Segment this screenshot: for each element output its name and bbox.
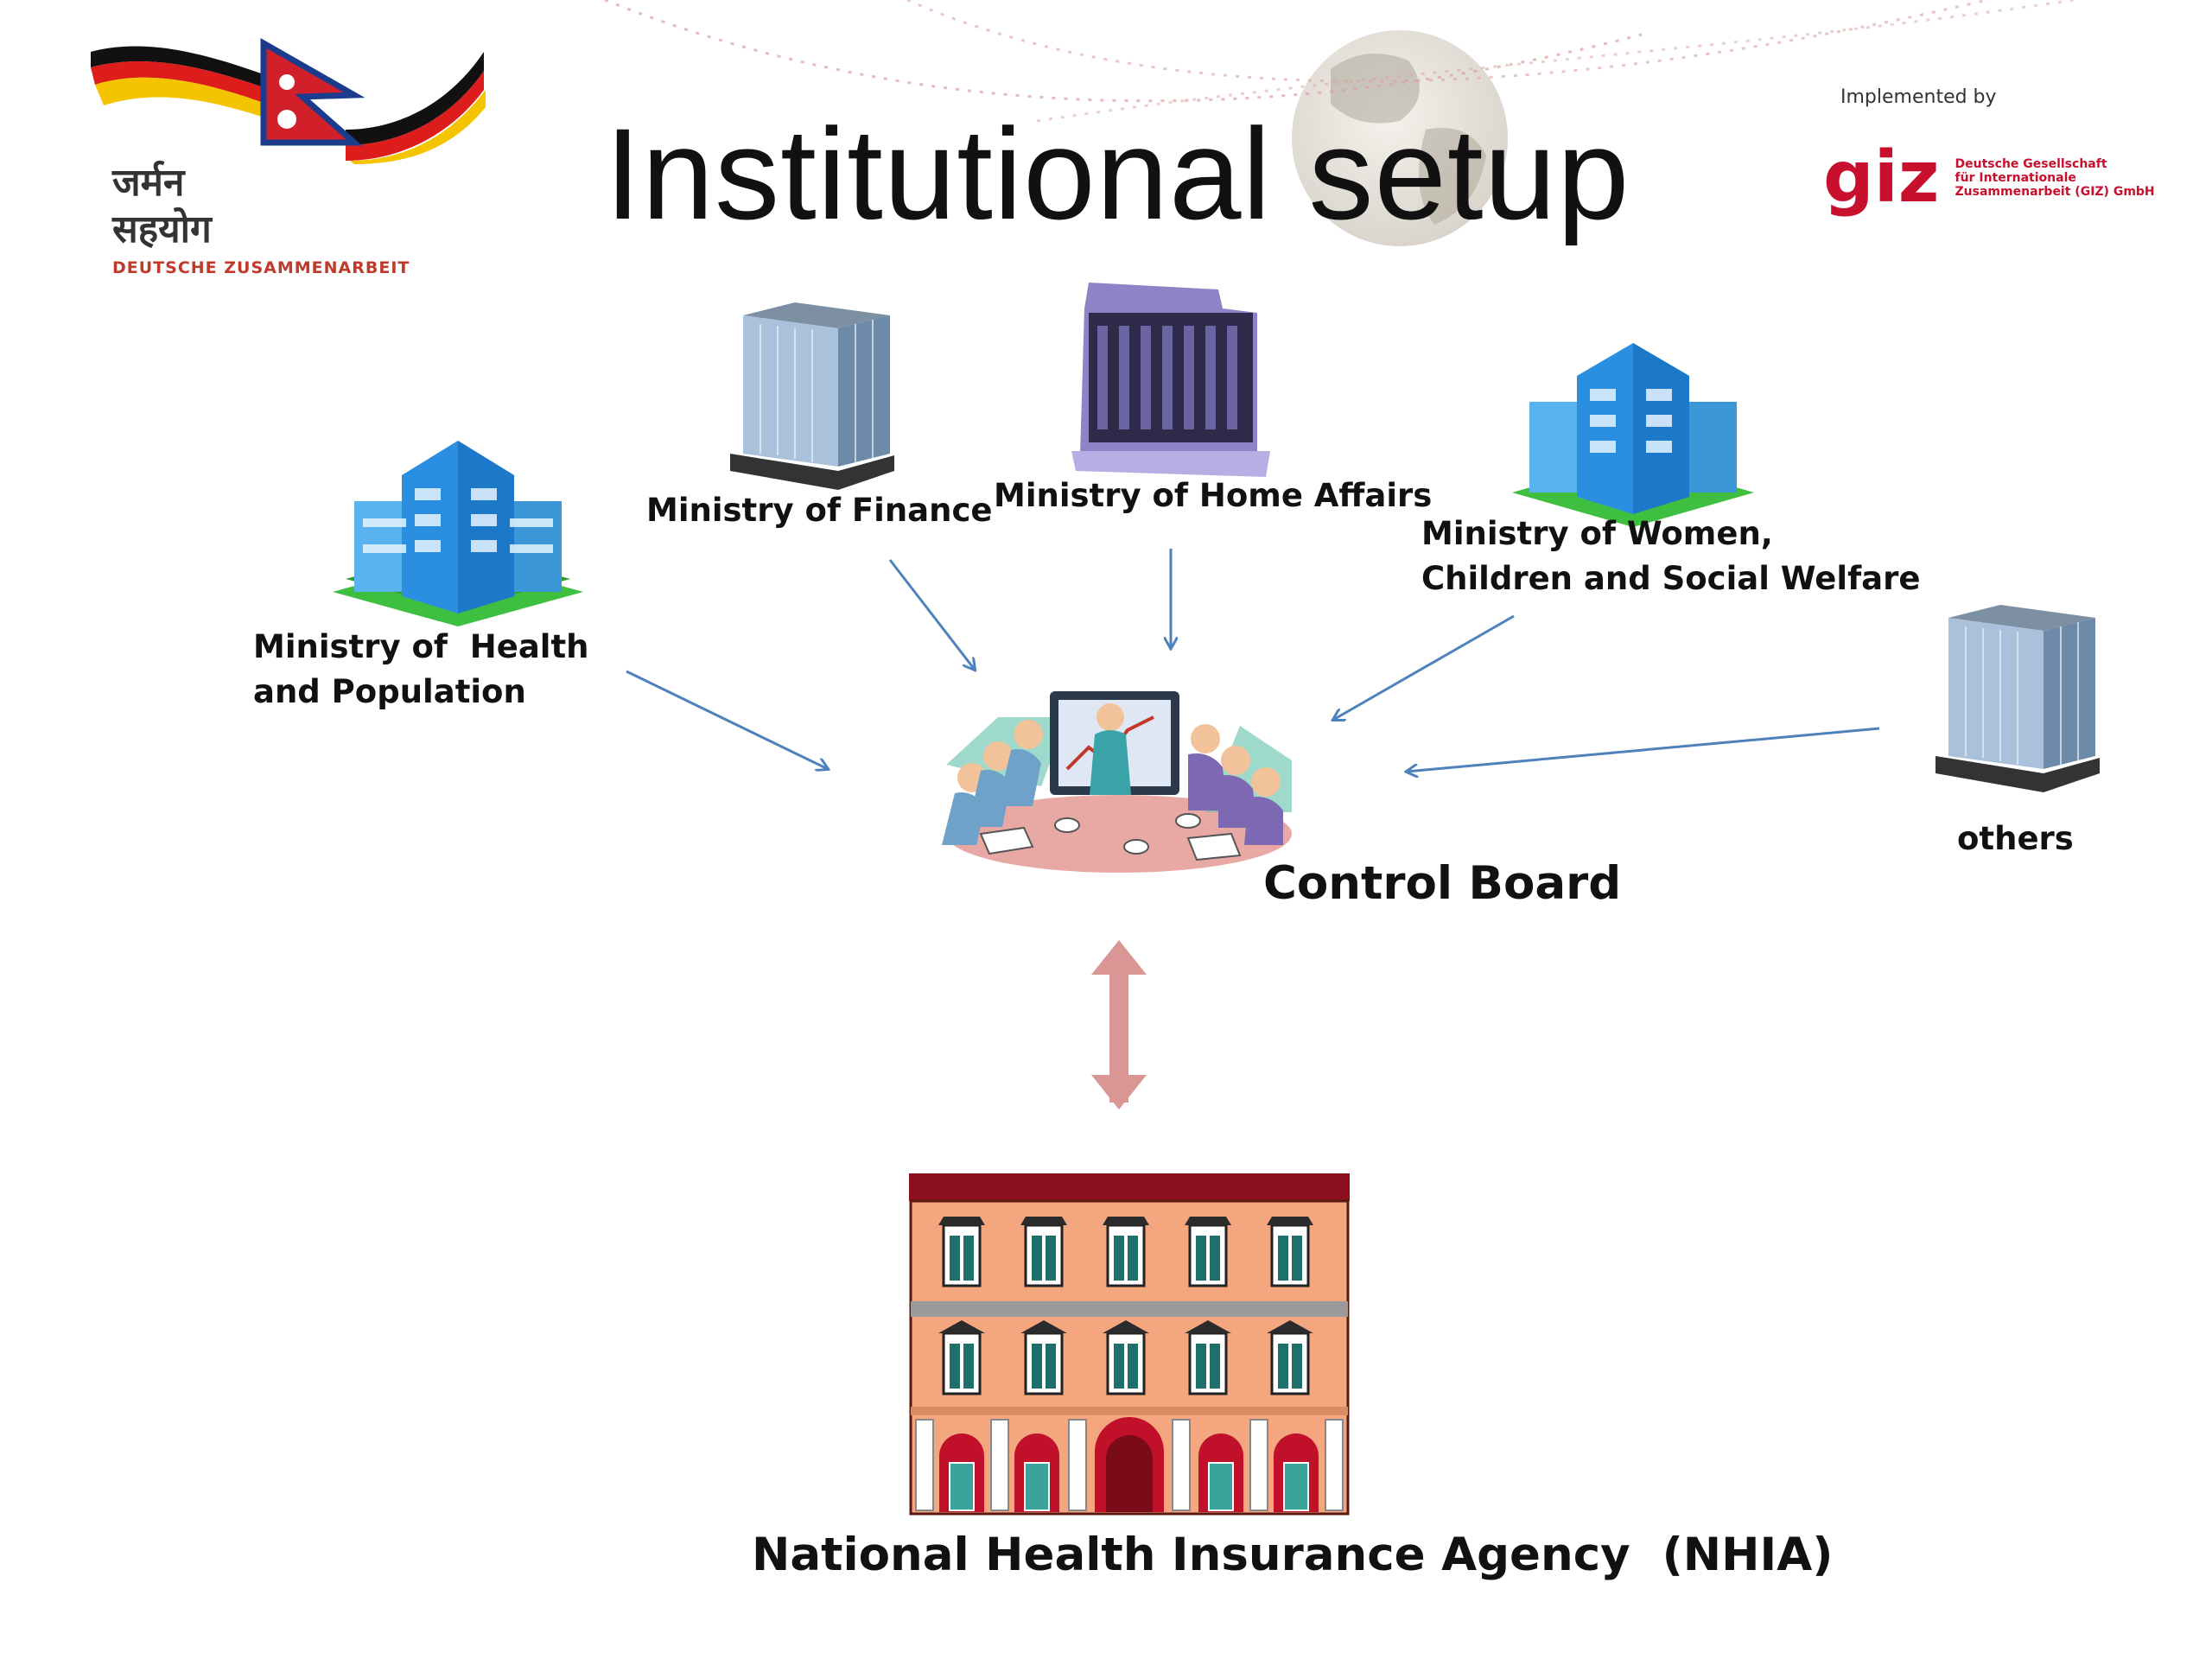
women-ministry-label-line2: Children and Social Welfare: [1421, 560, 1921, 597]
health-ministry-label-line1: Ministry of Health: [253, 628, 589, 665]
arrow-others-to-board: [1407, 727, 1880, 772]
control-board-label: Control Board: [1263, 857, 1622, 910]
logo-text-line3: DEUTSCHE ZUSAMMENARBEIT: [112, 258, 410, 277]
logo-text-line1: जर्मन: [112, 161, 185, 205]
giz-sub-line3: Zusammenarbeit (GIZ) GmbH: [1955, 185, 2155, 199]
arrow-women-to-board: [1333, 614, 1515, 720]
women-ministry-building-icon: [1512, 343, 1754, 527]
page-title: Institutional setup: [605, 101, 1630, 246]
health-ministry-label: Ministry of Health and Population: [253, 625, 589, 715]
women-ministry-label: Ministry of Women, Children and Social W…: [1421, 512, 1920, 601]
home-ministry-label: Ministry of Home Affairs: [994, 477, 1433, 514]
finance-ministry-label: Ministry of Finance: [646, 492, 993, 529]
others-label: others: [1957, 820, 2074, 857]
flag-ribbon-icon: [91, 37, 486, 164]
arrow-health-to-board: [626, 670, 828, 769]
arrow-finance-to-board: [888, 559, 975, 670]
double-arrow-board-agency: [1091, 940, 1147, 1109]
nhia-building-icon: [909, 1173, 1350, 1516]
health-ministry-building-icon: [333, 441, 583, 626]
home-ministry-building-icon: [1071, 283, 1270, 477]
control-board-meeting-icon: [942, 691, 1292, 873]
giz-sub-line1: Deutsche Gesellschaft: [1955, 157, 2107, 171]
others-building-icon: [1936, 605, 2100, 792]
giz-brand-text: giz: [1823, 137, 1940, 219]
nhia-label: National Health Insurance Agency (NHIA): [752, 1529, 1834, 1581]
meeting-attendees-left: [957, 720, 1043, 792]
women-ministry-label-line1: Ministry of Women,: [1421, 515, 1773, 552]
logo-text-line2: सहयोग: [112, 207, 212, 251]
german-cooperation-logo: जर्मन सहयोग DEUTSCHE ZUSAMMENARBEIT: [86, 35, 501, 277]
implemented-by-text: Implemented by: [1840, 86, 1997, 108]
giz-logo: Implemented by giz Deutsche Gesellschaft…: [1823, 86, 2186, 242]
health-ministry-label-line2: and Population: [253, 673, 526, 710]
finance-ministry-building-icon: [730, 302, 894, 490]
giz-sub-line2: für Internationale: [1955, 171, 2076, 185]
